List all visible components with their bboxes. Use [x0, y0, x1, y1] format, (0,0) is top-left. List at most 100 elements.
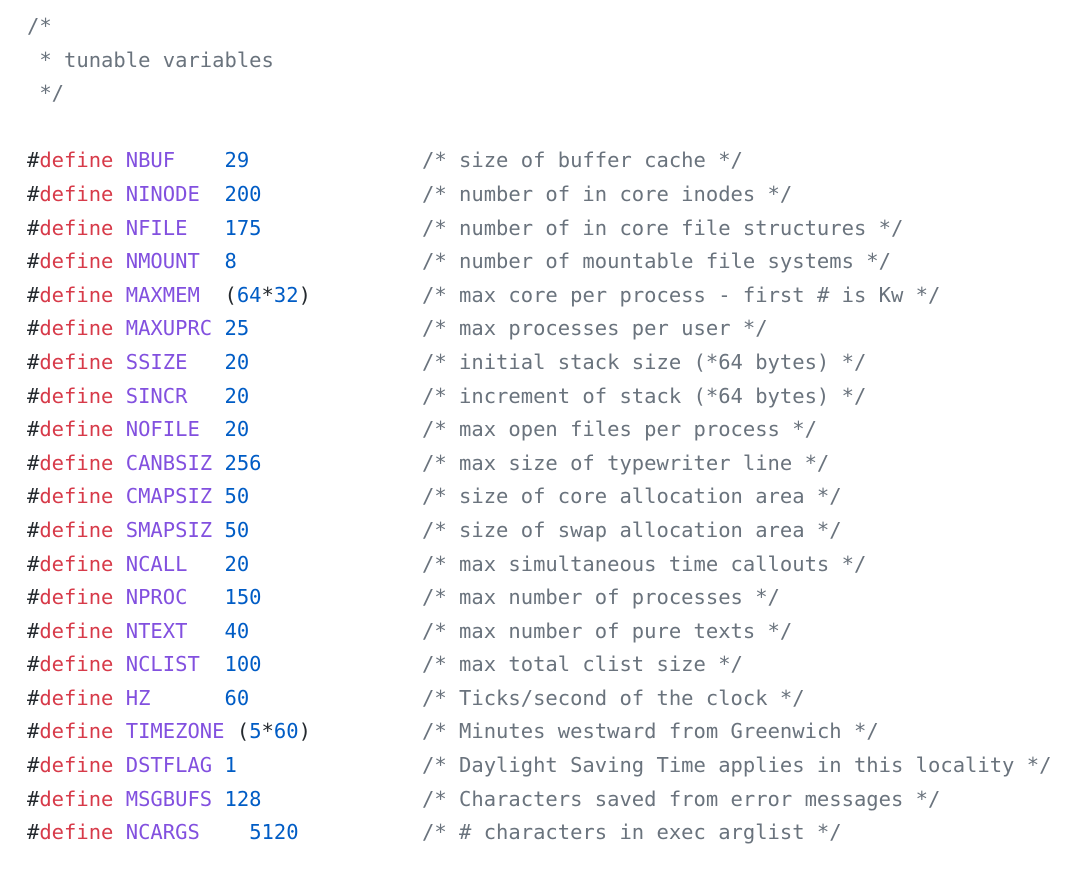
hash-symbol: # — [27, 786, 40, 811]
define-keyword: define — [39, 148, 114, 173]
number-literal: 20 — [224, 551, 250, 576]
define-line: #define MSGBUFS 128 /* Characters saved … — [27, 783, 1080, 817]
number-literal: 20 — [224, 417, 250, 442]
macro-value: (64*32) — [225, 283, 311, 307]
spacer — [187, 552, 224, 576]
macro-name: MAXUPRC — [125, 316, 213, 341]
hash-symbol: # — [27, 383, 40, 408]
spacer — [212, 451, 224, 475]
define-line: #define NBUF 29 /* size of buffer cache … — [27, 144, 1080, 178]
macro-value: 60 — [225, 686, 250, 710]
macro-name: NBUF — [125, 148, 176, 173]
spacer — [113, 787, 125, 811]
spacer — [262, 451, 422, 475]
number-literal: 64 — [236, 282, 262, 307]
operator: ( — [224, 282, 237, 307]
spacer — [249, 384, 422, 408]
hash-symbol: # — [27, 417, 40, 442]
define-keyword: define — [39, 215, 114, 240]
spacer — [225, 719, 237, 743]
block-comment-text: */ — [27, 81, 65, 106]
block-comment-text: /* — [27, 14, 52, 38]
number-literal: 256 — [224, 450, 262, 475]
spacer — [262, 787, 422, 811]
spacer — [212, 518, 224, 542]
hash-symbol: # — [27, 484, 40, 509]
define-line: #define NOFILE 20 /* max open files per … — [27, 413, 1080, 447]
spacer — [113, 451, 125, 475]
hash-symbol: # — [27, 517, 40, 542]
inline-comment: /* Characters saved from error messages … — [421, 786, 941, 811]
comment-line: * tunable variables — [27, 44, 1080, 78]
number-literal: 32 — [273, 282, 299, 307]
inline-comment: /* max number of processes */ — [421, 585, 780, 610]
macro-name: TIMEZONE — [125, 719, 225, 744]
define-keyword: define — [39, 249, 114, 274]
define-keyword: define — [39, 450, 114, 475]
spacer — [249, 148, 422, 172]
inline-comment: /* max total clist size */ — [421, 652, 743, 677]
macro-value: 150 — [225, 585, 262, 609]
macro-name: NCARGS — [125, 820, 200, 845]
spacer — [113, 619, 125, 643]
macro-name: NCALL — [125, 551, 188, 576]
inline-comment: /* max size of typewriter line */ — [421, 450, 830, 475]
spacer — [262, 585, 422, 609]
define-keyword: define — [39, 551, 114, 576]
spacer — [113, 384, 125, 408]
number-literal: 60 — [273, 719, 299, 744]
macro-name: SMAPSIZ — [125, 517, 213, 542]
inline-comment: /* max number of pure texts */ — [421, 618, 793, 643]
define-keyword: define — [39, 820, 114, 845]
spacer — [113, 686, 125, 710]
hash-symbol: # — [27, 685, 40, 710]
macro-value: 25 — [225, 316, 250, 340]
inline-comment: /* Daylight Saving Time applies in this … — [421, 753, 1052, 778]
define-keyword: define — [39, 517, 114, 542]
define-keyword: define — [39, 282, 114, 307]
spacer — [150, 686, 224, 710]
define-keyword: define — [39, 383, 114, 408]
define-line: #define NMOUNT 8 /* number of mountable … — [27, 245, 1080, 279]
spacer — [113, 552, 125, 576]
comment-line: /* — [27, 10, 1080, 44]
hash-symbol: # — [27, 820, 40, 845]
macro-value: 256 — [225, 451, 262, 475]
inline-comment: /* # characters in exec arglist */ — [421, 820, 842, 845]
spacer — [249, 619, 422, 643]
hash-symbol: # — [27, 249, 40, 274]
spacer — [187, 350, 224, 374]
inline-comment: /* max core per process - first # is Kw … — [422, 282, 941, 307]
spacer — [113, 518, 125, 542]
number-literal: 50 — [224, 484, 250, 509]
spacer — [113, 753, 125, 777]
code-block: /* * tunable variables */ #define NBUF 29… — [27, 10, 1080, 845]
macro-name: NPROC — [125, 585, 188, 610]
spacer — [187, 384, 224, 408]
spacer — [113, 820, 125, 844]
spacer — [113, 585, 125, 609]
inline-comment: /* number of in core file structures */ — [421, 215, 904, 240]
spacer — [249, 484, 422, 508]
spacer — [200, 249, 225, 273]
macro-value: 5120 — [249, 820, 298, 844]
spacer — [187, 619, 224, 643]
inline-comment: /* increment of stack (*64 bytes) */ — [421, 383, 867, 408]
spacer — [249, 552, 422, 576]
spacer — [113, 719, 125, 743]
define-line: #define CANBSIZ 256 /* max size of typew… — [27, 447, 1080, 481]
inline-comment: /* max open files per process */ — [421, 417, 817, 442]
define-line: #define SSIZE 20 /* initial stack size (… — [27, 346, 1080, 380]
blank-line — [27, 111, 1080, 145]
spacer — [262, 182, 422, 206]
macro-value: 8 — [225, 249, 237, 273]
hash-symbol: # — [27, 719, 40, 744]
define-keyword: define — [39, 181, 114, 206]
number-literal: 175 — [224, 215, 262, 240]
macro-value: 40 — [225, 619, 250, 643]
define-line: #define DSTFLAG 1 /* Daylight Saving Tim… — [27, 749, 1080, 783]
spacer — [249, 316, 422, 340]
define-line: #define SINCR 20 /* increment of stack (… — [27, 380, 1080, 414]
number-literal: 128 — [224, 786, 262, 811]
